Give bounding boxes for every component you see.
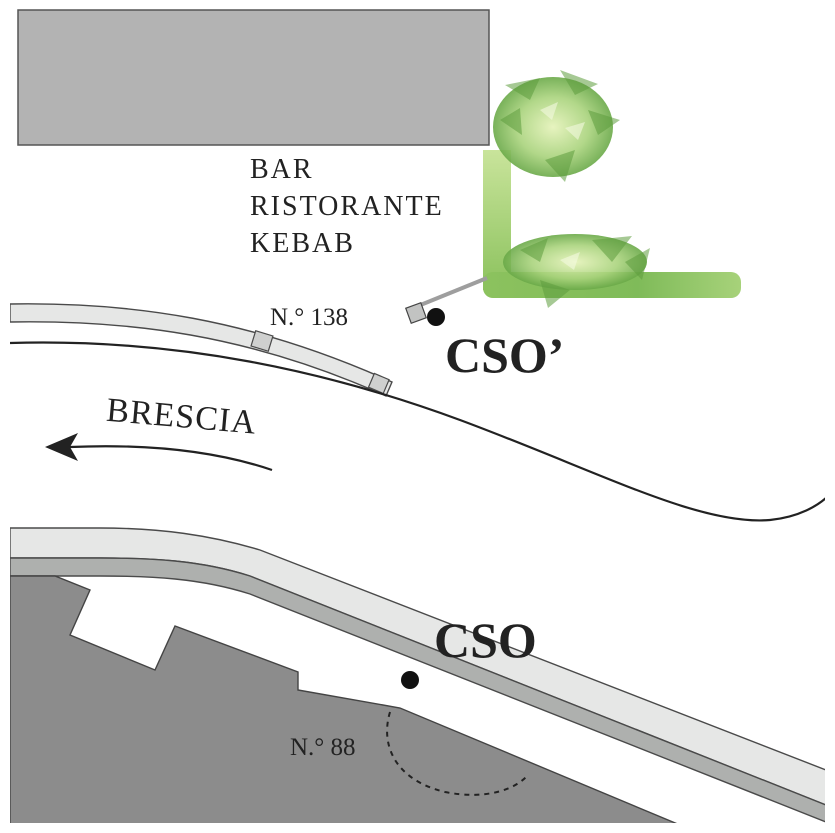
building-bottom (10, 575, 678, 823)
building-top (17, 9, 490, 146)
pole-line (417, 276, 488, 308)
curb-lower (10, 557, 825, 823)
post-box (404, 301, 428, 325)
direction-label: BRESCIA (105, 392, 258, 442)
business-label-line-2: RISTORANTE (250, 191, 444, 222)
sidewalk-segment (250, 329, 274, 353)
house-number-top: N.° 138 (270, 304, 348, 331)
marker-bottom[interactable] (401, 671, 419, 689)
hedge (483, 70, 741, 308)
arrow-left-icon (45, 433, 273, 472)
entrance-arc (386, 711, 529, 796)
marker-top[interactable] (427, 308, 445, 326)
road-edge-line (10, 341, 825, 522)
house-number-bottom: N.° 88 (290, 734, 356, 761)
marker-top-label: CSO’ (445, 327, 564, 383)
business-label-line-3: KEBAB (250, 228, 355, 259)
business-label-line-1: BAR (250, 154, 314, 185)
marker-bottom-label: CSO (434, 612, 537, 668)
sidewalk-segment (367, 372, 390, 395)
